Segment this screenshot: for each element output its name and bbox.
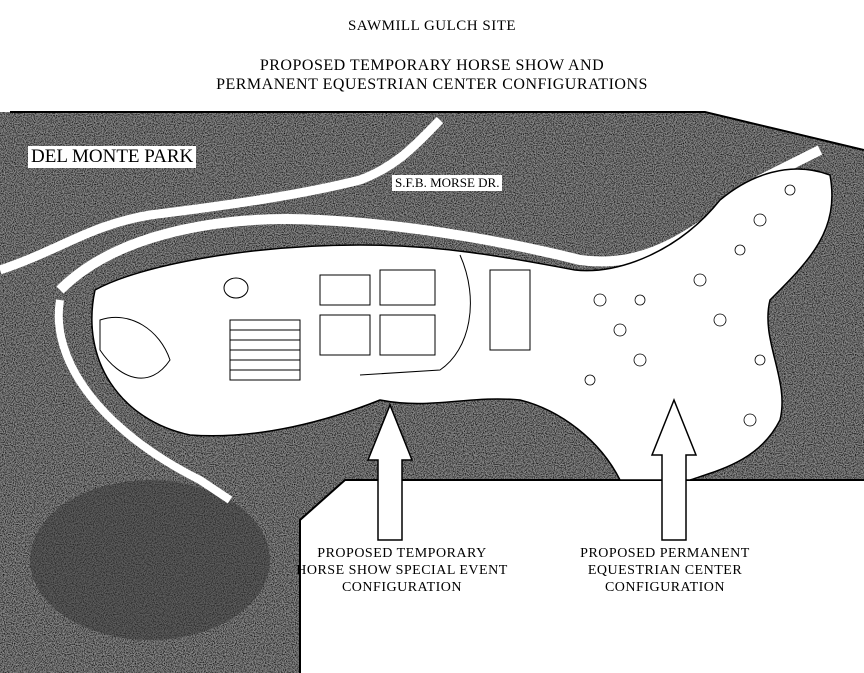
- site-outline: [91, 168, 833, 481]
- callout-line: CONFIGURATION: [341, 580, 463, 595]
- callout-line: EQUESTRIAN CENTER: [587, 563, 743, 578]
- map-border: [10, 111, 864, 673]
- road-label: S.F.B. MORSE DR.: [392, 175, 503, 191]
- callout-temporary-horse-show: PROPOSED TEMPORARY HORSE SHOW SPECIAL EV…: [272, 545, 532, 596]
- page-title: SAWMILL GULCH SITE: [347, 18, 517, 34]
- del-monte-park-label: DEL MONTE PARK: [28, 146, 197, 168]
- subtitle-line-1: PROPOSED TEMPORARY HORSE SHOW AND: [259, 57, 605, 74]
- callout-line: PROPOSED PERMANENT: [580, 546, 750, 561]
- callout-line: CONFIGURATION: [604, 580, 726, 595]
- callout-line: HORSE SHOW SPECIAL EVENT: [296, 563, 508, 578]
- arrow-temporary-horse-show: [366, 402, 414, 541]
- trees: [584, 184, 796, 427]
- road: [0, 116, 444, 275]
- road: [54, 299, 233, 504]
- callout-permanent-equestrian-center: PROPOSED PERMANENT EQUESTRIAN CENTER CON…: [545, 545, 785, 596]
- site-plan-features: [99, 254, 531, 381]
- callout-line: PROPOSED TEMPORARY: [317, 546, 487, 561]
- subtitle-line-2: PERMANENT EQUESTRIAN CENTER CONFIGURATIO…: [216, 76, 648, 93]
- arrow-permanent-equestrian-center: [650, 397, 698, 541]
